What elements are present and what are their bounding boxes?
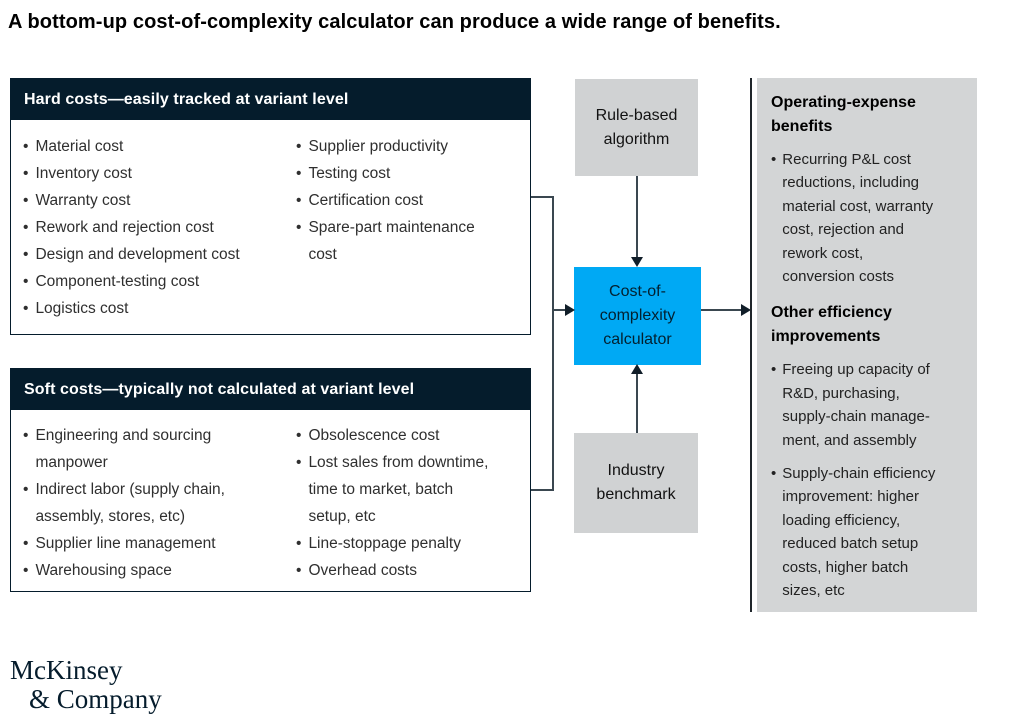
- other-efficiency-improvements-heading: Other efficiency improvements: [771, 304, 892, 346]
- bullet-marker: •: [23, 427, 29, 444]
- hard-costs-column-2: • Supplier productivity • Testing cost • Ce…: [296, 133, 524, 322]
- bullet-marker: •: [23, 138, 29, 155]
- cost-item: • Certification cost: [296, 187, 524, 214]
- cost-item-label: Indirect labor (supply chain, assembly, …: [35, 481, 225, 525]
- arrowhead-into-calculator-icon: [565, 304, 575, 316]
- bullet-marker: •: [23, 165, 29, 182]
- cost-item: • Line-stoppage penalty: [296, 530, 524, 557]
- cost-item: • Overhead costs: [296, 557, 524, 584]
- bullet-marker: •: [771, 361, 777, 379]
- cost-item: • Component-testing cost: [23, 268, 296, 295]
- connector-calculator-to-benefits: [701, 309, 742, 311]
- benefits-panel-divider-line: [750, 78, 752, 612]
- cost-item: • Supplier productivity: [296, 133, 524, 160]
- cost-item-label: Material cost: [35, 138, 124, 155]
- cost-item: • Testing cost: [296, 160, 524, 187]
- bullet-marker: •: [23, 535, 29, 552]
- soft-costs-body: • Engineering and sourcing manpower • Indi…: [11, 410, 530, 584]
- cost-item: • Supplier line management: [23, 530, 296, 557]
- cost-item: • Engineering and sourcing manpower: [23, 422, 296, 476]
- cost-item-label: Logistics cost: [35, 300, 129, 317]
- bullet-marker: •: [296, 535, 302, 552]
- benefits-panel: Operating-expense benefits • Recurring P&…: [757, 78, 977, 612]
- arrowhead-into-benefits-icon: [741, 304, 751, 316]
- bullet-marker: •: [296, 138, 302, 155]
- connector-hard-costs-stub: [531, 196, 553, 198]
- cost-item-label: Inventory cost: [35, 165, 132, 182]
- benefit-item-text: Recurring P&L cost reductions, including…: [782, 151, 934, 286]
- bullet-marker: •: [771, 151, 777, 168]
- bullet-marker: •: [23, 273, 29, 290]
- hard-costs-box: Hard costs—easily tracked at variant lev…: [10, 78, 531, 335]
- cost-item-label: Spare-part maintenance cost: [308, 219, 475, 263]
- soft-costs-box: Soft costs—typically not calculated at v…: [10, 368, 531, 592]
- logo-line-1: McKinsey: [10, 655, 123, 685]
- cost-item: • Inventory cost: [23, 160, 296, 187]
- benefit-item-text: Supply-chain efficiency improvement: hig…: [782, 465, 936, 600]
- hard-costs-body: • Material cost • Inventory cost • Warranty…: [11, 120, 530, 322]
- connector-soft-costs-stub: [531, 489, 553, 491]
- bullet-marker: •: [296, 165, 302, 182]
- cost-item-label: Warehousing space: [35, 562, 172, 579]
- cost-item: • Lost sales from downtime, time to marke…: [296, 449, 524, 530]
- bullet-marker: •: [23, 481, 29, 498]
- soft-costs-column-1: • Engineering and sourcing manpower • Indi…: [23, 422, 296, 584]
- cost-item: • Material cost: [23, 133, 296, 160]
- mckinsey-logo: McKinsey & Company: [10, 656, 162, 714]
- benefit-item: • Recurring P&L cost reductions, includin…: [771, 148, 967, 288]
- bullet-marker: •: [23, 219, 29, 236]
- industry-benchmark-node: Industry benchmark: [574, 433, 698, 533]
- soft-costs-column-2: • Obsolescence cost • Lost sales from down…: [296, 422, 524, 584]
- bullet-marker: •: [296, 219, 302, 236]
- bullet-marker: •: [296, 427, 302, 444]
- cost-item: • Obsolescence cost: [296, 422, 524, 449]
- cost-item-label: Engineering and sourcing manpower: [35, 427, 212, 471]
- cost-item-label: Supplier productivity: [308, 138, 449, 155]
- cost-item: • Design and development cost: [23, 241, 296, 268]
- cost-item-label: Supplier line management: [35, 535, 216, 552]
- hard-costs-header: Hard costs—easily tracked at variant lev…: [11, 79, 530, 120]
- bullet-marker: •: [771, 465, 777, 483]
- logo-line-2: & Company: [29, 684, 162, 714]
- rule-based-algorithm-node: Rule-based algorithm: [575, 79, 698, 176]
- cost-item: • Spare-part maintenance cost: [296, 214, 524, 268]
- bullet-marker: •: [296, 562, 302, 579]
- bullet-marker: •: [23, 562, 29, 579]
- connector-benchmark-to-calculator: [636, 374, 638, 433]
- cost-item-label: Rework and rejection cost: [35, 219, 214, 236]
- benefit-item: • Supply-chain efficiency improvement: hi…: [771, 462, 967, 602]
- cost-item: • Rework and rejection cost: [23, 214, 296, 241]
- connector-bracket-line: [552, 196, 554, 491]
- bullet-marker: •: [23, 300, 29, 317]
- cost-item-label: Lost sales from downtime, time to market…: [308, 454, 489, 525]
- cost-item-label: Line-stoppage penalty: [308, 535, 461, 552]
- connector-into-calculator: [552, 309, 566, 311]
- soft-costs-header: Soft costs—typically not calculated at v…: [11, 369, 530, 410]
- slide-title: A bottom-up cost-of-complexity calculato…: [8, 11, 781, 33]
- cost-item-label: Warranty cost: [35, 192, 131, 209]
- cost-item-label: Component-testing cost: [35, 273, 200, 290]
- cost-item-label: Certification cost: [308, 192, 424, 209]
- cost-item: • Warranty cost: [23, 187, 296, 214]
- cost-item-label: Design and development cost: [35, 246, 240, 263]
- cost-item: • Logistics cost: [23, 295, 296, 322]
- operating-expense-benefits-heading: Operating-expense benefits: [771, 94, 916, 135]
- cost-of-complexity-calculator-node: Cost-of- complexity calculator: [574, 267, 701, 365]
- bullet-marker: •: [296, 192, 302, 209]
- bullet-marker: •: [296, 454, 302, 471]
- bullet-marker: •: [23, 192, 29, 209]
- cost-item: • Warehousing space: [23, 557, 296, 584]
- cost-item-label: Testing cost: [308, 165, 391, 182]
- connector-algorithm-to-calculator: [636, 176, 638, 258]
- bullet-marker: •: [23, 246, 29, 263]
- benefit-item: • Freeing up capacity of R&D, purchasing,…: [771, 358, 967, 452]
- cost-item-label: Obsolescence cost: [308, 427, 440, 444]
- arrowhead-up-icon: [631, 364, 643, 374]
- arrowhead-down-icon: [631, 257, 643, 267]
- benefit-item-text: Freeing up capacity of R&D, purchasing, …: [782, 361, 930, 449]
- cost-item: • Indirect labor (supply chain, assembly,…: [23, 476, 296, 530]
- hard-costs-column-1: • Material cost • Inventory cost • Warranty…: [23, 133, 296, 322]
- cost-item-label: Overhead costs: [308, 562, 417, 579]
